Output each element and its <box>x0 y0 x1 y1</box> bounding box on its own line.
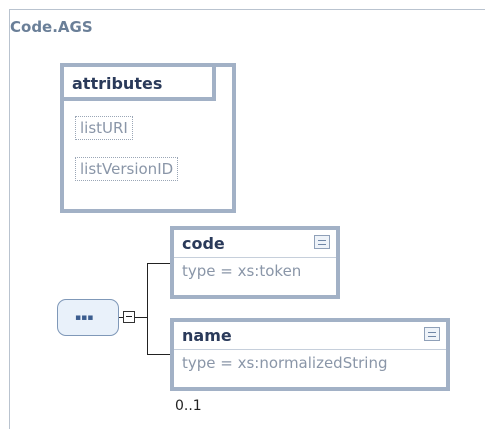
element-name-node[interactable]: name type = xs:normalizedString <box>170 318 450 391</box>
connector-line <box>147 354 172 355</box>
attribute-list-uri[interactable]: listURI <box>75 116 133 140</box>
diagram-frame <box>9 9 485 429</box>
element-type: type = xs:normalizedString <box>182 354 388 372</box>
connector-line <box>135 317 147 318</box>
connector-line <box>119 317 123 318</box>
connector-line <box>147 263 148 354</box>
element-header: name <box>174 322 446 350</box>
collapse-toggle-icon[interactable] <box>123 311 135 323</box>
element-type: type = xs:token <box>182 262 302 280</box>
attributes-group: attributes listURI listVersionID <box>60 63 236 213</box>
sequence-icon: ▪▪▪ <box>75 313 94 323</box>
attributes-title: attributes <box>72 74 163 93</box>
element-header: code <box>174 230 336 258</box>
connector-line <box>147 263 172 264</box>
occurrence-label: 0..1 <box>175 398 202 414</box>
element-code[interactable]: code type = xs:token <box>170 226 340 299</box>
element-name: code <box>182 234 225 253</box>
attribute-list-version-id[interactable]: listVersionID <box>75 157 179 181</box>
sequence-compositor[interactable]: ▪▪▪ <box>57 299 119 336</box>
attributes-header: attributes <box>64 67 216 101</box>
element-name: name <box>182 326 232 345</box>
documentation-icon[interactable] <box>314 235 330 249</box>
documentation-icon[interactable] <box>424 327 440 341</box>
root-element-title: Code.AGS <box>10 18 93 36</box>
